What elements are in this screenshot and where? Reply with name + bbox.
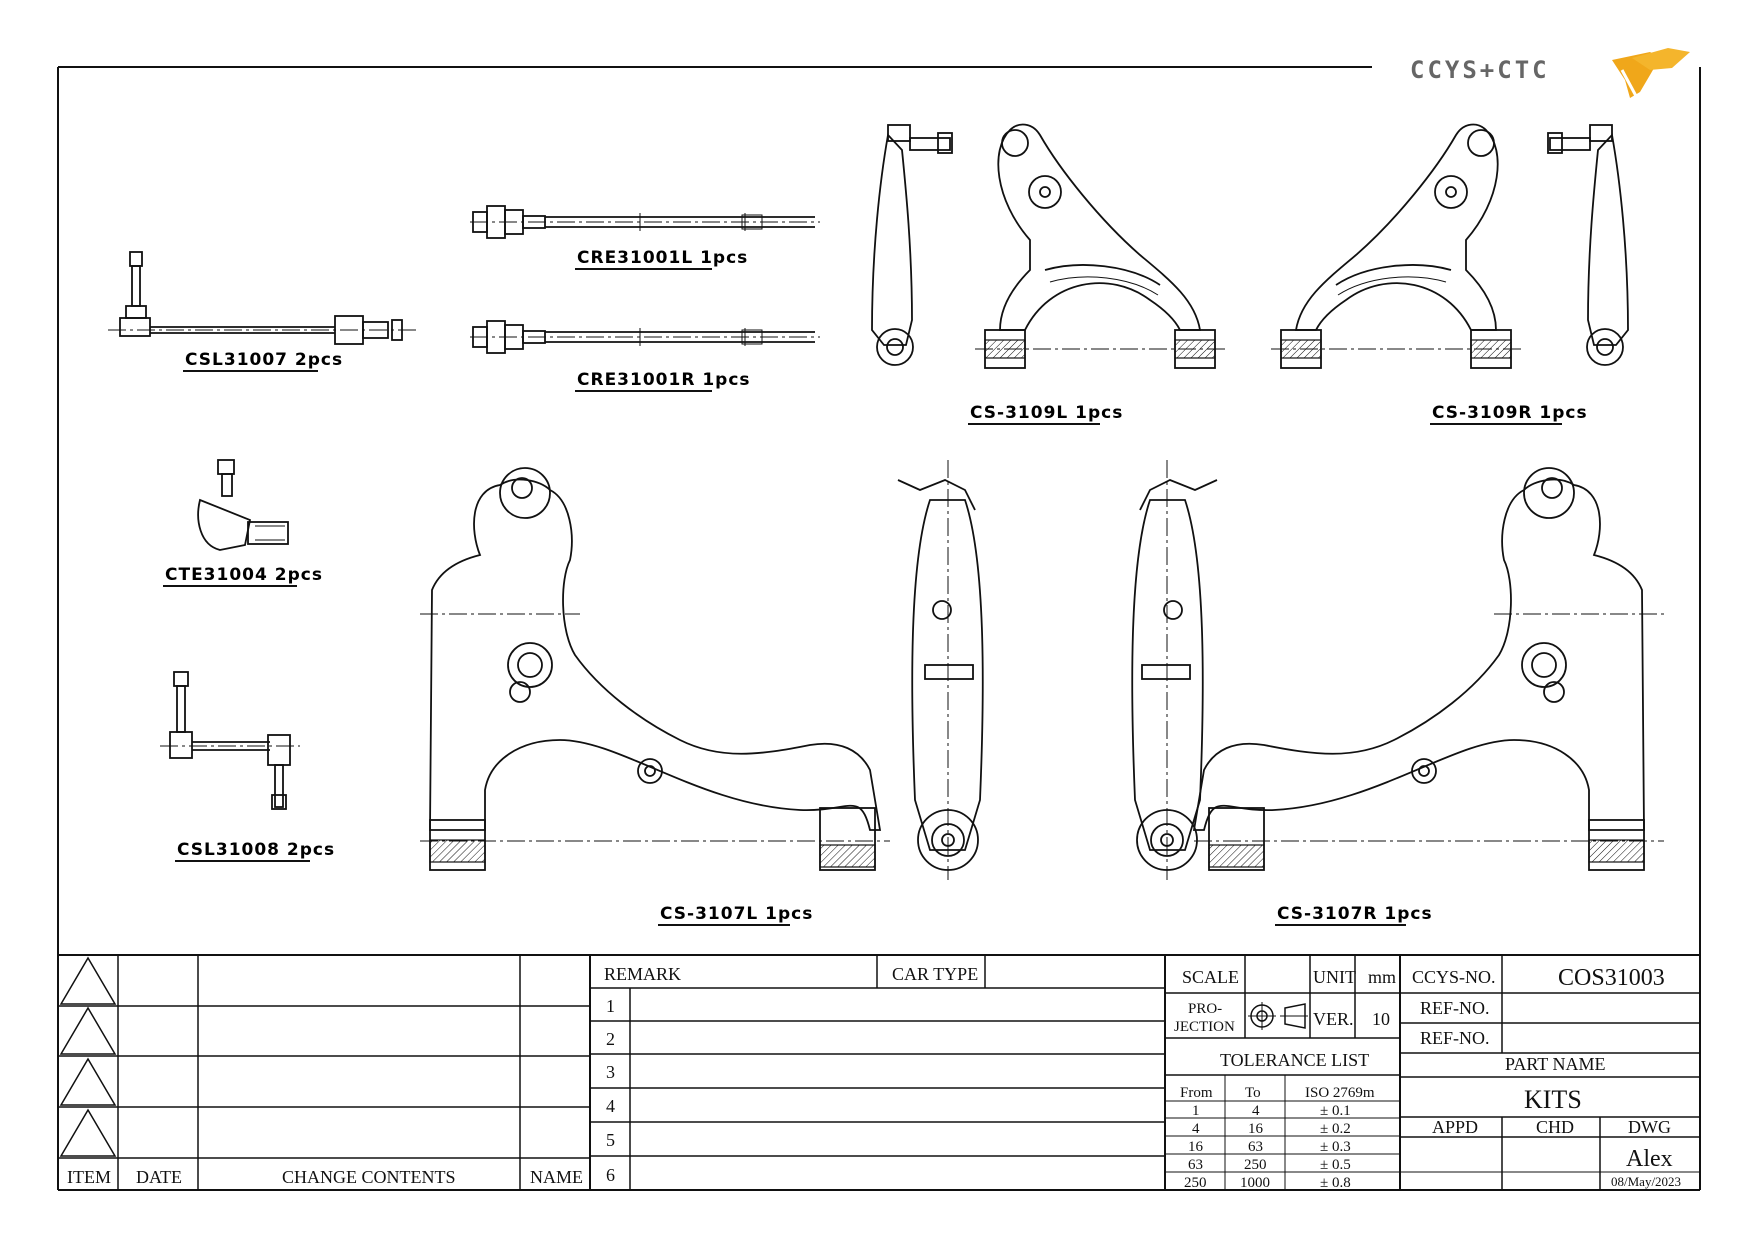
ccys-no-label: CCYS-NO. [1412,967,1496,987]
remark-row-number: 4 [606,1096,615,1116]
part-label-cs3109l: CS-3109L 1pcs [970,403,1123,423]
remark-label: REMARK [604,964,681,984]
tolerance-header: ISO 2769m [1305,1085,1375,1101]
company-logo: CCYS+CTC [1410,48,1690,98]
tolerance-cell: 4 [1252,1103,1260,1119]
part-label-cs3107l: CS-3107L 1pcs [660,904,813,924]
tolerance-cell: 250 [1184,1175,1207,1191]
part-cre31001r-drawing [470,320,820,354]
unit-label: UNIT [1313,967,1356,987]
tolerance-cell: 16 [1248,1121,1264,1137]
title-block [58,954,1700,1190]
logo-text: CCYS+CTC [1410,56,1550,84]
remark-row-number: 5 [606,1130,615,1150]
header-change-contents: CHANGE CONTENTS [282,1167,456,1187]
remark-row-number: 1 [606,996,615,1016]
part-label-cs3107r: CS-3107R 1pcs [1277,904,1433,924]
header-name: NAME [530,1167,583,1187]
part-label-cre31001r: CRE31001R 1pcs [577,370,751,390]
remark-row-number: 2 [606,1029,615,1049]
tolerance-header: To [1245,1085,1261,1101]
projection-label: JECTION [1174,1019,1235,1035]
tolerance-cell: 4 [1192,1121,1200,1137]
part-cs3107l-drawing [420,460,984,880]
part-csl31008-drawing [160,671,300,810]
ver-label: VER. [1313,1009,1354,1029]
car-type-label: CAR TYPE [892,964,978,984]
ccys-no-value: COS31003 [1558,965,1665,991]
tolerance-cell: 63 [1188,1157,1203,1173]
part-name-label: PART NAME [1505,1054,1605,1074]
part-name-value: KITS [1524,1085,1582,1114]
scale-label: SCALE [1182,967,1239,987]
ref-no-label: REF-NO. [1420,998,1490,1018]
tolerance-cell: 250 [1244,1157,1267,1173]
dwg-value: Alex [1626,1146,1673,1172]
part-label-cs3109r: CS-3109R 1pcs [1432,403,1588,423]
part-cs3109r-drawing [1271,123,1629,369]
part-cs3109l-drawing [871,123,1225,369]
remark-row-number: 3 [606,1062,615,1082]
tolerance-cell: ± 0.3 [1320,1139,1351,1155]
appd-label: APPD [1432,1117,1478,1137]
part-cre31001l-drawing [470,205,820,239]
tolerance-cell: ± 0.5 [1320,1157,1351,1173]
part-cs3107r-drawing [1131,460,1664,880]
tolerance-cell: ± 0.8 [1320,1175,1351,1191]
tolerance-header: From [1180,1085,1213,1101]
ref-no-label: REF-NO. [1420,1028,1490,1048]
tolerance-cell: ± 0.1 [1320,1103,1351,1119]
tolerance-cell: 1 [1192,1103,1200,1119]
tolerance-title: TOLERANCE LIST [1220,1050,1369,1070]
part-cte31004-drawing [197,459,289,551]
part-label-csl31008: CSL31008 2pcs [177,840,335,860]
tolerance-cell: 16 [1188,1139,1204,1155]
tolerance-cell: 1000 [1240,1175,1270,1191]
date-value: 08/May/2023 [1611,1174,1681,1189]
unit-value: mm [1368,967,1396,987]
header-date: DATE [136,1167,182,1187]
tolerance-cell: ± 0.2 [1320,1121,1351,1137]
ver-value: 10 [1372,1009,1390,1029]
part-label-cte31004: CTE31004 2pcs [165,565,323,585]
remark-row-number: 6 [606,1165,615,1185]
dwg-label: DWG [1628,1117,1671,1137]
projection-label: PRO- [1188,1001,1222,1017]
part-label-csl31007: CSL31007 2pcs [185,350,343,370]
tolerance-cell: 63 [1248,1139,1263,1155]
chd-label: CHD [1536,1117,1574,1137]
header-item: ITEM [67,1167,111,1187]
drawing-border [57,66,1701,1191]
part-label-cre31001l: CRE31001L 1pcs [577,248,748,268]
part-csl31007-drawing [108,251,418,345]
